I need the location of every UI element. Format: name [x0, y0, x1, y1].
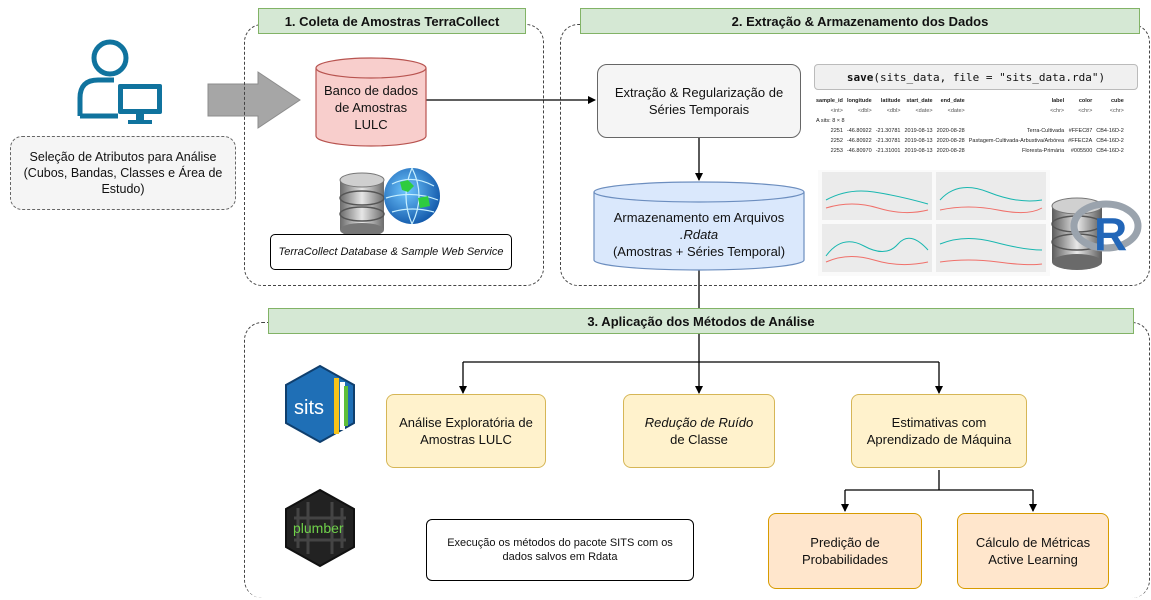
section-3-title: 3. Aplicação dos Métodos de Análise: [268, 308, 1134, 334]
r-database-icon: R: [1051, 197, 1142, 270]
db-cylinder-blue: [593, 181, 805, 271]
table-caption-row: A sits: 8 × 8: [816, 118, 845, 124]
noise-box[interactable]: Redução de Ruído de Classe: [623, 394, 775, 468]
code-snippet: save(sits_data, file = "sits_data.rda"): [814, 64, 1138, 90]
section-1-title: 1. Coleta de Amostras TerraCollect: [258, 8, 526, 34]
svg-text:R: R: [1094, 208, 1127, 260]
prob-box[interactable]: Predição de Probabilidades: [768, 513, 922, 589]
db-label: Banco de dados de Amostras LULC: [324, 82, 418, 132]
section-2-title: 2. Extração & Armazenamento dos Dados: [580, 8, 1140, 34]
user-computer-icon: [77, 39, 162, 124]
database-globe-icon: [339, 167, 440, 237]
metrics-box[interactable]: Cálculo de Métricas Active Learning: [957, 513, 1109, 589]
explore-box[interactable]: Análise Exploratória de Amostras LULC: [386, 394, 546, 468]
exec-box[interactable]: Execução os métodos do pacote SITS com o…: [426, 519, 694, 581]
ml-box[interactable]: Estimativas com Aprendizado de Máquina: [851, 394, 1027, 468]
service-box[interactable]: TerraCollect Database & Sample Web Servi…: [270, 234, 512, 270]
table-type-row: <int><dbl><dbl><date><date><chr><chr><ch…: [830, 108, 1124, 114]
time-series-thumbnails: [818, 170, 1050, 276]
selection-box[interactable]: Seleção de Atributos para Análise (Cubos…: [10, 136, 236, 210]
svg-text:plumber: plumber: [293, 520, 344, 536]
block-arrow: [207, 71, 301, 129]
storage-label: Armazenamento em Arquivos .Rdata (Amostr…: [612, 209, 786, 259]
plumber-logo-icon: plumber: [285, 488, 355, 568]
sits-logo-icon: sits: [285, 364, 355, 444]
db-cylinder-red: [315, 57, 427, 147]
selection-text: Seleção de Atributos para Análise (Cubos…: [23, 150, 223, 196]
extract-box[interactable]: Extração & Regularização de Séries Tempo…: [597, 64, 801, 138]
svg-text:sits: sits: [294, 397, 324, 419]
